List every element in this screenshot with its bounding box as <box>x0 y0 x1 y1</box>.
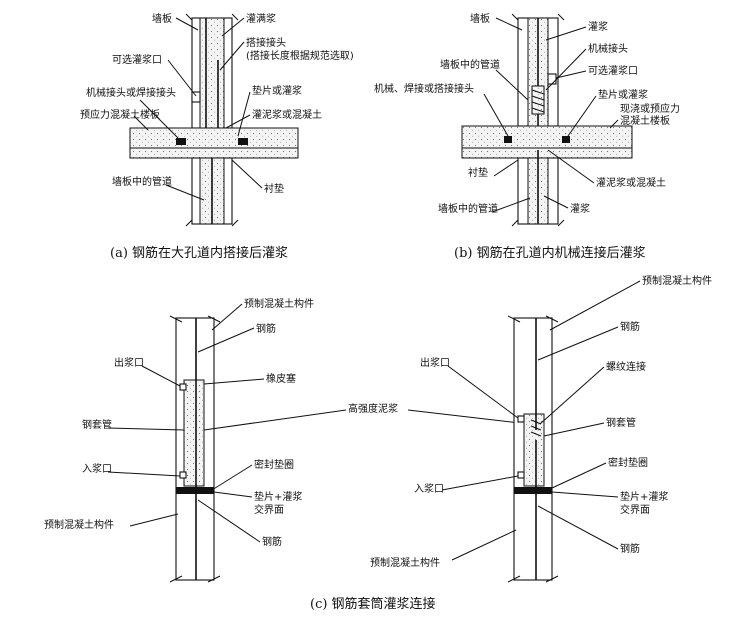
panel-a-shim <box>238 138 248 145</box>
b-label-mech-weld: 机械、焊接或搭接接头 <box>374 82 474 95</box>
panel-a-slab-bottom <box>129 147 299 159</box>
b-label-optional-port: 可选灌浆口 <box>588 64 638 77</box>
c-right-label-inlet: 入浆口 <box>414 482 444 495</box>
c-left-label-rubber-plug: 橡皮塞 <box>266 372 296 385</box>
c-right-label-outlet: 出浆口 <box>420 356 450 369</box>
c-right-label-sleeve: 钢套管 <box>606 416 636 429</box>
c-left-label-inlet: 入浆口 <box>82 462 112 475</box>
c-left-label-rebar-bottom: 钢筋 <box>262 535 282 548</box>
b-label-cast-slab-2: 混凝土楼板 <box>620 114 670 127</box>
c-left-label-rebar-top: 钢筋 <box>256 322 276 335</box>
panel-c-right: 预制混凝土构件 钢筋 出浆口 螺纹连接 钢套管 密封垫圈 入浆口 垫片+灌浆 交… <box>370 274 712 583</box>
c-left-steel-sleeve <box>183 379 205 487</box>
c-right-label-precast-bottom: 预制混凝土构件 <box>370 556 440 569</box>
caption-b: (b) 钢筋在孔道内机械连接后灌浆 <box>454 245 646 261</box>
a-label-lap-note: (搭接长度根据规范选取) <box>246 49 354 62</box>
a-label-prestressed-slab: 预应力混凝土楼板 <box>80 108 160 121</box>
panel-b: 墙板 灌浆 墙板中的管道 机械接头 可选灌浆口 机械、焊接或搭接接头 垫片或灌浆… <box>374 12 680 261</box>
b-label-grout: 灌浆 <box>588 20 608 33</box>
panel-a-slab-left <box>129 127 299 149</box>
b-label-grout-bottom: 灌浆 <box>570 202 590 215</box>
b-label-cast-slab-1: 现浇或预应力 <box>620 102 680 115</box>
caption-a: (a) 钢筋在大孔道内搭接后灌浆 <box>110 245 288 261</box>
a-label-mortar-concrete: 灌泥浆或混凝土 <box>252 108 322 121</box>
b-label-bearing-pad: 衬垫 <box>468 166 488 179</box>
c-left-label-sleeve: 钢套管 <box>82 418 112 431</box>
c-right-label-shim-1: 垫片+灌浆 <box>620 490 668 503</box>
c-right-label-shim-2: 交界面 <box>620 503 650 516</box>
a-label-mech-weld: 机械接头或焊接接头 <box>86 86 176 99</box>
c-right-steel-sleeve <box>523 413 545 487</box>
panel-a: 墙板 灌满浆 可选灌浆口 搭接接头 (搭接长度根据规范选取) 机械接头或焊接接头… <box>80 12 354 261</box>
c-right-label-threaded: 螺纹连接 <box>606 360 646 373</box>
c-right-label-rebar-top: 钢筋 <box>620 320 640 333</box>
c-right-label-precast-top: 预制混凝土构件 <box>642 274 712 287</box>
c-left-seal-ring <box>176 487 214 494</box>
panel-c-left: 预制混凝土构件 钢筋 出浆口 橡皮塞 钢套管 入浆口 密封垫圈 垫片+灌浆 交界… <box>44 297 314 583</box>
panel-b-slab <box>461 125 633 149</box>
b-label-duct-bottom: 墙板中的管道 <box>438 202 498 215</box>
panel-a-upper-duct-grout <box>199 17 225 129</box>
c-left-label-seal-ring: 密封垫圈 <box>254 458 294 471</box>
a-label-lap-joint: 搭接接头 <box>246 36 286 49</box>
b-label-mech-coupler: 机械接头 <box>588 42 628 55</box>
c-right-seal-ring <box>514 487 552 494</box>
a-label-shim-grout: 垫片或灌浆 <box>252 84 302 97</box>
a-label-optional-port: 可选灌浆口 <box>112 53 162 66</box>
a-label-wall-panel: 墙板 <box>152 12 172 25</box>
c-left-label-precast-top: 预制混凝土构件 <box>244 297 314 310</box>
panel-a-mech-joint <box>176 138 186 145</box>
c-label-high-strength-mortar: 高强度泥浆 <box>348 402 398 415</box>
a-label-bearing-pad: 衬垫 <box>264 182 284 195</box>
c-left-label-outlet: 出浆口 <box>114 356 144 369</box>
b-label-wall-panel: 墙板 <box>470 12 490 25</box>
b-label-duct-top: 墙板中的管道 <box>440 58 500 71</box>
b-label-shim-grout: 垫片或灌浆 <box>598 88 648 101</box>
c-right-label-rebar-bottom: 钢筋 <box>620 542 640 555</box>
c-left-label-shim-2: 交界面 <box>254 503 284 516</box>
c-left-label-precast-bottom: 预制混凝土构件 <box>44 518 114 531</box>
a-label-grout-fill: 灌满浆 <box>246 12 276 25</box>
c-left-label-shim-1: 垫片+灌浆 <box>254 490 302 503</box>
b-label-mortar-concrete: 灌泥浆或混凝土 <box>596 176 666 189</box>
caption-c: (c) 钢筋套筒灌浆连接 <box>310 596 436 612</box>
c-right-label-seal-ring: 密封垫圈 <box>608 456 648 469</box>
a-label-duct-in-wall: 墙板中的管道 <box>112 175 172 188</box>
